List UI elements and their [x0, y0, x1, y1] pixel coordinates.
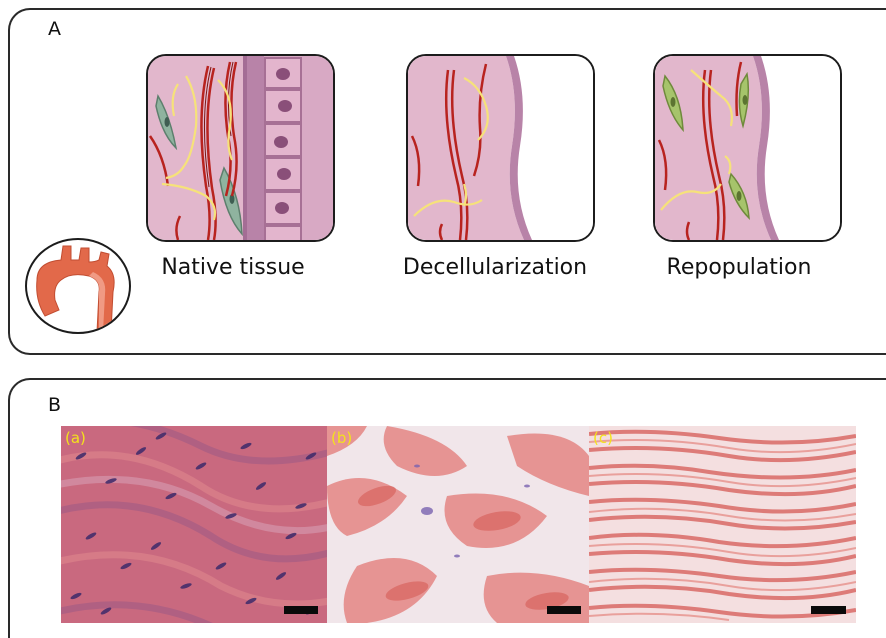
panel-a-letter: A: [48, 18, 61, 40]
repopulation-label: Repopulation: [654, 255, 824, 280]
panel-b-letter: B: [48, 394, 61, 416]
decellularization-illustration: [406, 54, 595, 242]
histology-image-c: (c): [589, 426, 856, 623]
scale-bar-b: [547, 606, 581, 614]
image-b-label: (b): [331, 429, 352, 447]
native-tissue-label: Native tissue: [146, 255, 320, 280]
histology-image-b: (b): [327, 426, 589, 623]
decellularization-label: Decellularization: [393, 255, 597, 280]
image-a-label: (a): [65, 429, 86, 447]
native-tissue-illustration: [146, 54, 335, 242]
scale-bar-c: [811, 606, 846, 614]
aortic-arch-icon: [25, 238, 131, 334]
histology-image-a: (a): [61, 426, 327, 623]
image-c-label: (c): [593, 429, 613, 447]
repopulation-illustration: [653, 54, 842, 242]
scale-bar-a: [284, 606, 318, 614]
